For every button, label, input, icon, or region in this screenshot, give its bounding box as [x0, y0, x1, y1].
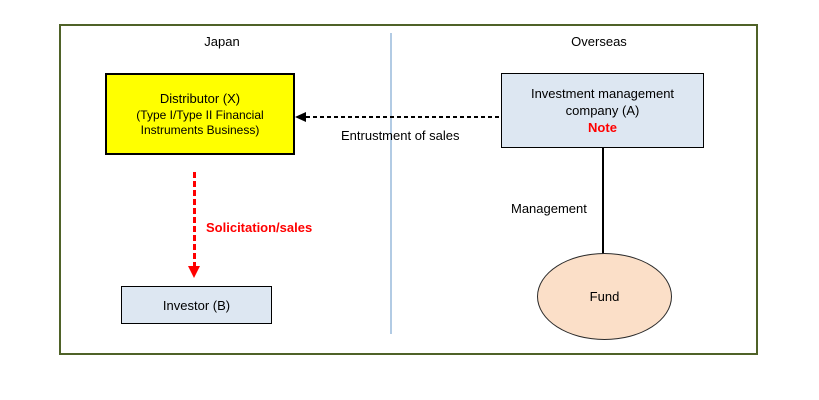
investment-company-node: Investment management company (A) Note: [501, 73, 704, 148]
entrustment-arrow-line: [306, 116, 501, 118]
fund-node: Fund: [537, 253, 672, 340]
region-divider-line: [390, 33, 392, 334]
distributor-title: Distributor (X): [159, 90, 241, 106]
investor-node: Investor (B): [121, 286, 272, 324]
management-connector-line: [602, 148, 604, 254]
management-label: Management: [511, 201, 587, 216]
solicitation-label: Solicitation/sales: [206, 220, 313, 235]
investment-company-note: Note: [588, 119, 617, 135]
distributor-node: Distributor (X) (Type I/Type II Financia…: [105, 73, 295, 155]
diagram-frame: [59, 24, 758, 355]
distributor-subtitle: (Type I/Type II Financial Instruments Bu…: [136, 107, 264, 137]
overseas-region-label: Overseas: [571, 34, 627, 49]
entrustment-arrowhead-left-icon: [295, 112, 306, 122]
investment-company-name: Investment management company (A): [530, 86, 675, 118]
solicitation-arrowhead-down-icon: [188, 266, 200, 278]
japan-region-label: Japan: [204, 34, 240, 49]
solicitation-arrow-line: [193, 172, 196, 267]
entrustment-label: Entrustment of sales: [341, 128, 460, 143]
fund-label: Fund: [589, 289, 620, 304]
investor-label: Investor (B): [162, 297, 231, 313]
